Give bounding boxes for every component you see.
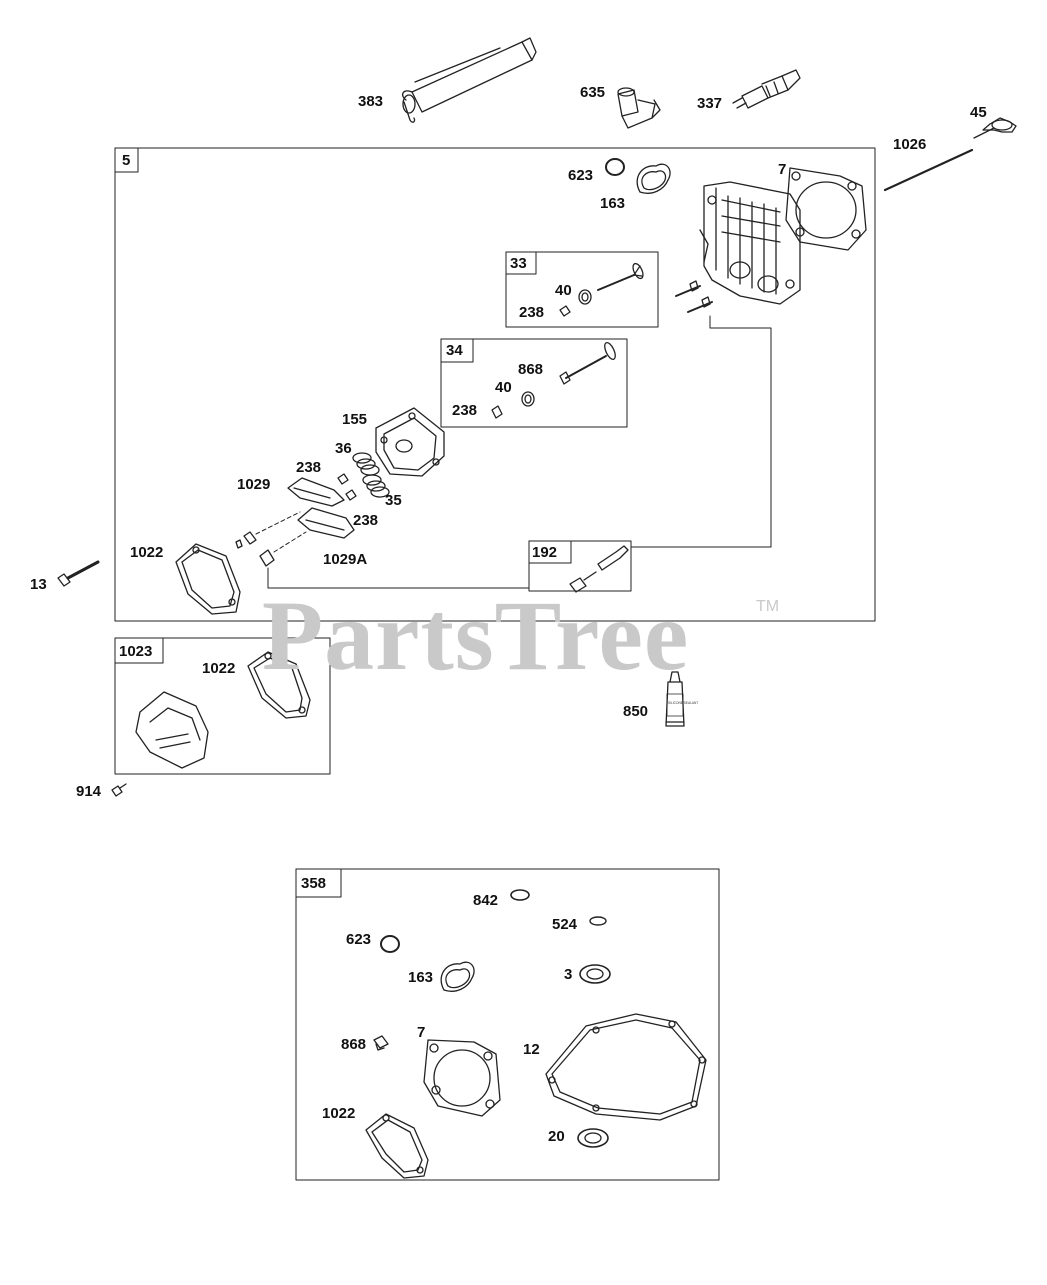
part-155-base xyxy=(375,407,445,477)
group-358-frame xyxy=(295,868,720,1181)
callout-868-b: 868 xyxy=(341,1036,367,1053)
callout-3: 3 xyxy=(564,966,573,983)
callout-635: 635 xyxy=(580,84,606,101)
part-337-plug xyxy=(732,69,801,109)
tube-label: SILICONE SEALANT xyxy=(668,701,698,705)
part-13-bolt xyxy=(57,560,100,587)
group-192-tag xyxy=(528,540,572,564)
part-1023-cover xyxy=(135,691,209,769)
callout-238-b: 238 xyxy=(452,402,478,419)
callout-868-a: 868 xyxy=(518,361,544,378)
part-163-gasket-b xyxy=(440,961,475,992)
group-34-label: 34 xyxy=(446,342,463,359)
callout-163-top: 163 xyxy=(600,195,626,212)
part-12-gasket xyxy=(545,1013,707,1121)
part-623-oring-b xyxy=(380,935,400,953)
part-20-seal xyxy=(577,1128,609,1148)
callout-623-top: 623 xyxy=(568,167,594,184)
callout-7-b: 7 xyxy=(417,1024,426,1041)
part-914-screw xyxy=(111,783,127,797)
part-36-spring xyxy=(352,452,380,476)
connector-192-to-adjuster xyxy=(267,567,530,589)
callout-1029A: 1029A xyxy=(323,551,368,568)
group-33-label: 33 xyxy=(510,255,527,272)
callout-337: 337 xyxy=(697,95,723,112)
part-1026-pushrod xyxy=(883,148,974,192)
part-1022-gasket-a xyxy=(175,543,241,615)
part-7-head-gasket xyxy=(785,167,867,251)
part-192-adjusters xyxy=(569,545,629,593)
callout-20: 20 xyxy=(548,1128,565,1145)
part-45-valve xyxy=(973,117,1017,139)
part-1022-gasket-b xyxy=(247,651,311,719)
group-1023-frame xyxy=(114,637,331,775)
part-842-oring xyxy=(510,889,530,901)
part-238-retainer-a xyxy=(337,473,349,485)
callout-35: 35 xyxy=(385,492,402,509)
callout-12: 12 xyxy=(523,1041,540,1058)
callout-238-d: 238 xyxy=(353,512,379,529)
part-7-head-gasket-b xyxy=(423,1039,501,1117)
part-rocker-studs xyxy=(235,511,307,567)
part-1029A-rocker xyxy=(297,507,355,539)
callout-1022-b: 1022 xyxy=(202,660,236,677)
group-34-frame xyxy=(440,338,628,428)
part-623-oring xyxy=(605,158,625,176)
callout-45: 45 xyxy=(970,104,987,121)
watermark-trademark: TM xyxy=(756,598,780,615)
group-192-frame xyxy=(528,540,632,592)
part-head-studs xyxy=(675,280,713,313)
group-5-frame xyxy=(114,147,876,622)
callout-163-b: 163 xyxy=(408,969,434,986)
callout-914: 914 xyxy=(76,783,102,800)
group-34-tag xyxy=(440,338,474,363)
connector-192-to-head xyxy=(630,315,772,548)
group-33-tag xyxy=(505,251,537,275)
callout-40-b: 40 xyxy=(495,379,512,396)
callout-623-b: 623 xyxy=(346,931,372,948)
group-358-tag xyxy=(295,868,342,898)
callout-1022-c: 1022 xyxy=(322,1105,356,1122)
group-5-label: 5 xyxy=(122,152,131,169)
group-358-label: 358 xyxy=(301,875,327,892)
part-238-retainer-b xyxy=(345,489,357,501)
group-1023-tag xyxy=(114,637,164,664)
callout-1026: 1026 xyxy=(893,136,927,153)
part-33-valve xyxy=(559,262,644,317)
part-868-retainer xyxy=(373,1035,389,1051)
part-3-seal xyxy=(579,964,611,984)
part-850-tube xyxy=(665,671,685,727)
part-524-oring xyxy=(589,916,607,926)
callout-1029: 1029 xyxy=(237,476,271,493)
group-192-label: 192 xyxy=(532,544,558,561)
group-33-frame xyxy=(505,251,659,328)
watermark-text: PartsTree xyxy=(262,580,690,691)
callout-13: 13 xyxy=(30,576,47,593)
part-635-boot xyxy=(617,87,661,129)
callout-7-top: 7 xyxy=(778,161,787,178)
callout-842: 842 xyxy=(473,892,499,909)
callout-1022-a: 1022 xyxy=(130,544,164,561)
part-383-tool xyxy=(401,37,537,123)
part-34-valve xyxy=(491,342,616,419)
group-5-tag xyxy=(114,147,139,173)
callout-850: 850 xyxy=(623,703,649,720)
callout-155: 155 xyxy=(342,411,368,428)
callout-238-c: 238 xyxy=(296,459,322,476)
group-1023-label: 1023 xyxy=(119,643,153,660)
callout-40-a: 40 xyxy=(555,282,572,299)
part-35-spring xyxy=(362,474,390,498)
part-1029-rocker xyxy=(287,477,345,507)
part-163-gasket xyxy=(636,163,671,194)
part-cylinder-head xyxy=(699,181,801,305)
callout-36: 36 xyxy=(335,440,352,457)
callout-238-a: 238 xyxy=(519,304,545,321)
callout-524: 524 xyxy=(552,916,578,933)
callout-383: 383 xyxy=(358,93,384,110)
part-1022-gasket-c xyxy=(365,1113,429,1179)
